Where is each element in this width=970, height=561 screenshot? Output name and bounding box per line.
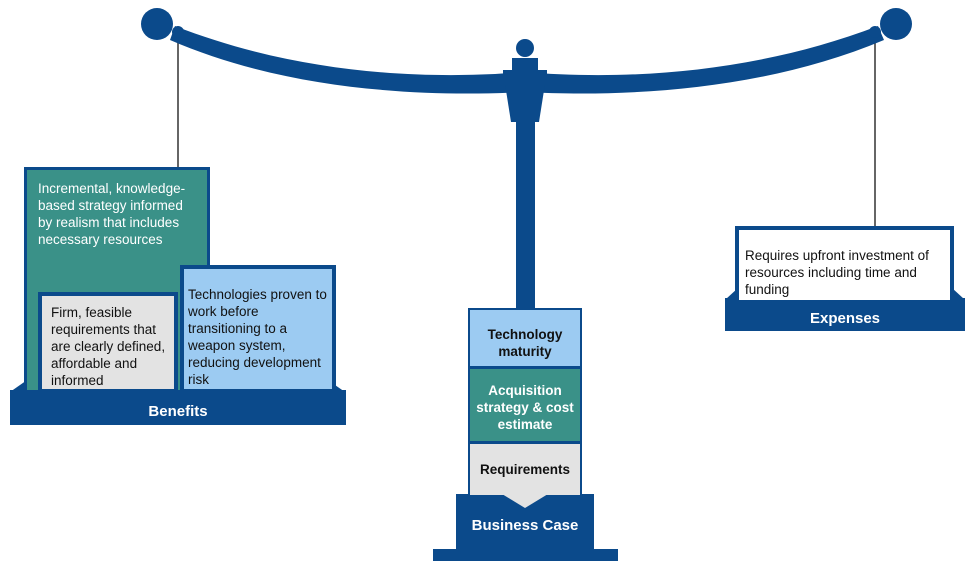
acquisition-strategy-label: Acquisition strategy & cost estimate	[476, 383, 574, 432]
requirements-block	[468, 442, 582, 495]
strategy-text: Incremental, knowledge-based strategy in…	[38, 181, 186, 247]
finial-neck	[512, 58, 538, 70]
technology-maturity-label: Technology maturity	[487, 327, 563, 359]
scale-pillar	[516, 122, 535, 310]
finial-knob	[516, 39, 534, 57]
technologies-text: Technologies proven to work before trans…	[188, 287, 327, 387]
technologies-box	[180, 265, 336, 393]
left-pivot	[172, 26, 184, 38]
left-pan	[10, 390, 346, 425]
right-pivot	[869, 26, 881, 38]
scale-foot	[433, 549, 618, 561]
scale-beam	[170, 26, 884, 94]
technology-maturity-block	[468, 308, 582, 368]
requirements-benefit-box	[38, 292, 178, 393]
requirements-benefit-text: Firm, feasible requirements that are cle…	[51, 305, 166, 388]
left-beam-knob	[141, 8, 173, 40]
acquisition-strategy-block	[468, 367, 582, 443]
finial-collar	[503, 70, 547, 78]
benefits-label: Benefits	[148, 403, 208, 420]
pillar-head	[505, 84, 545, 122]
expenses-box	[735, 226, 954, 304]
business-case-label: Business Case	[471, 517, 579, 534]
expenses-text: Requires upfront investment of resources…	[745, 248, 929, 297]
expenses-label: Expenses	[809, 310, 881, 327]
requirements-label: Requirements	[479, 462, 571, 477]
right-beam-knob	[880, 8, 912, 40]
